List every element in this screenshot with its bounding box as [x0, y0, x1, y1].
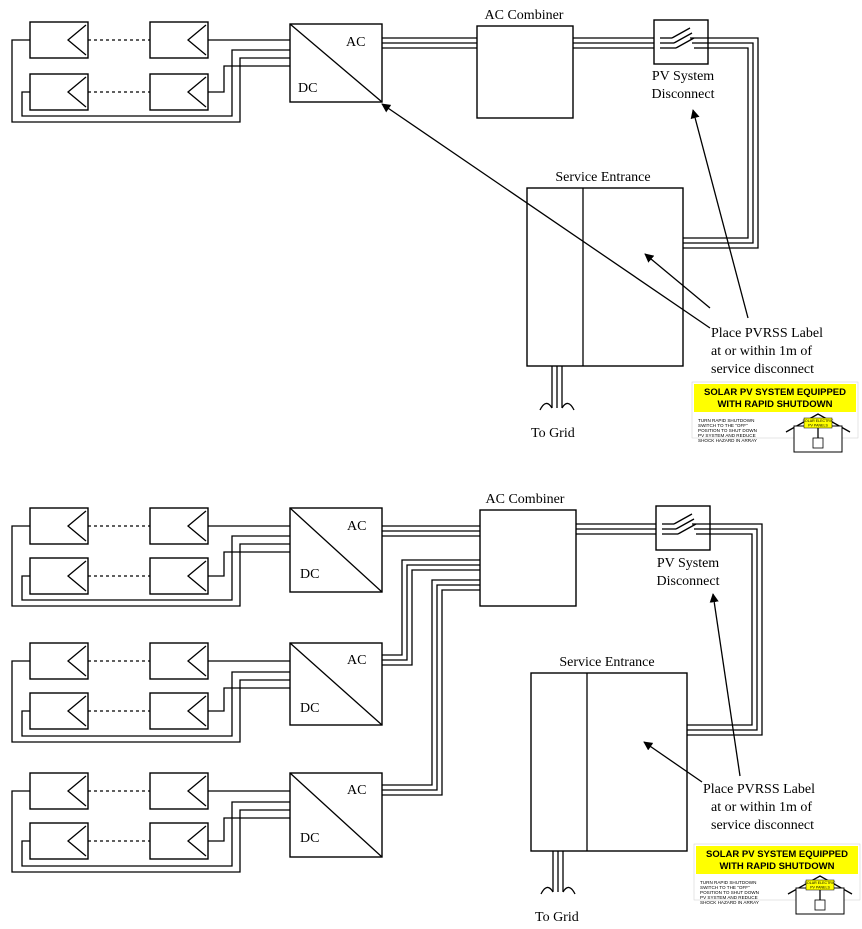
sign-badge-1: SOLAR ELECTRIC	[803, 419, 834, 423]
callout-line-1: Place PVRSS Label	[711, 326, 823, 341]
dc-wiring	[11, 39, 290, 123]
inverter-ac-label: AC	[347, 783, 366, 798]
arrow-to-disconnect	[690, 109, 749, 319]
pv-system-disconnect: PV System Disconnect	[652, 19, 715, 102]
callout-line-2: at or within 1m of	[711, 344, 812, 359]
sign-body-5: SHOCK HAZARD IN ARRAY	[698, 438, 757, 443]
pvrss-sign: SOLAR PV SYSTEM EQUIPPED WITH RAPID SHUT…	[691, 381, 859, 453]
sign-body-1: TURN RAPID SHUTDOWN	[698, 418, 754, 423]
pv-module-row-2	[29, 73, 209, 111]
arrow-to-disconnect	[709, 593, 741, 777]
pv-module	[29, 692, 89, 730]
pvrss-callout: Place PVRSS Label at or within 1m of ser…	[703, 782, 815, 833]
grid-feed: To Grid	[535, 851, 579, 925]
inverter-dc-label: DC	[300, 831, 319, 846]
combiner-to-disconnect-wiring	[573, 37, 654, 49]
inverter-dc-label: DC	[298, 81, 317, 96]
pv-module	[149, 73, 209, 111]
sign-body-3: POSITION TO SHUT DOWN	[700, 890, 759, 895]
sign-body-4: PV SYSTEM AND REDUCE	[698, 433, 756, 438]
grid-feed: To Grid	[531, 366, 575, 441]
inverter-to-combiner-wiring	[382, 525, 480, 796]
pv-module	[29, 507, 89, 545]
sign-body-1: TURN RAPID SHUTDOWN	[700, 880, 756, 885]
callout-line-2: at or within 1m of	[711, 800, 812, 815]
pv-module	[29, 73, 89, 111]
pv-module	[149, 772, 209, 810]
sign-badge-2: PV PANELS	[810, 886, 830, 890]
pv-system-disconnect: PV System Disconnect	[655, 505, 720, 589]
top-diagram: AC DC AC Combiner	[11, 8, 859, 453]
pv-module	[149, 21, 209, 59]
service-entrance-label: Service Entrance	[559, 655, 654, 670]
pv-module	[149, 557, 209, 595]
sign-banner	[696, 846, 858, 874]
ac-combiner-label: AC Combiner	[486, 492, 565, 507]
to-grid-label: To Grid	[531, 426, 575, 441]
arrow-to-inverter	[381, 103, 711, 329]
inverter-group-2: AC DC	[11, 642, 383, 743]
inverter-ac-label: AC	[346, 35, 365, 50]
callout-line-3: service disconnect	[711, 362, 814, 377]
sign-title-2: WITH RAPID SHUTDOWN	[719, 861, 834, 872]
sign-badge-2: PV PANELS	[808, 424, 828, 428]
callout-arrows	[381, 103, 749, 329]
callout-line-3: service disconnect	[711, 818, 814, 833]
sign-banner	[694, 384, 856, 412]
house-icon: SOLAR ELECTRIC PV PANELS	[787, 875, 853, 915]
pv-disconnect-label-2: Disconnect	[657, 574, 720, 589]
sign-body-5: SHOCK HAZARD IN ARRAY	[700, 900, 759, 905]
sign-body-3: POSITION TO SHUT DOWN	[698, 428, 757, 433]
inverter-ac-label: AC	[347, 653, 366, 668]
service-entrance: Service Entrance	[526, 170, 684, 367]
pv-module-row-1	[29, 21, 209, 59]
arrow-to-service	[643, 741, 703, 783]
ac-combiner: AC Combiner	[479, 492, 577, 607]
pv-module	[29, 822, 89, 860]
sign-body-2: SWITCH TO THE "OFF"	[698, 423, 748, 428]
pv-module	[149, 642, 209, 680]
pvrss-sign: SOLAR PV SYSTEM EQUIPPED WITH RAPID SHUT…	[693, 843, 861, 915]
inverter-group-3: AC DC	[11, 772, 383, 873]
service-entrance-label: Service Entrance	[555, 170, 650, 185]
to-grid-label: To Grid	[535, 910, 579, 925]
inverter-ac-label: AC	[347, 519, 366, 534]
sign-body-4: PV SYSTEM AND REDUCE	[700, 895, 758, 900]
sign-title-1: SOLAR PV SYSTEM EQUIPPED	[704, 387, 846, 398]
pv-module	[29, 642, 89, 680]
sign-badge-1: SOLAR ELECTRIC	[805, 881, 836, 885]
pv-module	[149, 822, 209, 860]
pv-module	[29, 772, 89, 810]
inverter: AC DC	[289, 23, 383, 103]
inverter-dc-label: DC	[300, 567, 319, 582]
pv-disconnect-label-1: PV System	[657, 556, 719, 571]
ac-trunk	[382, 37, 477, 49]
pv-module	[149, 692, 209, 730]
pv-disconnect-label-1: PV System	[652, 69, 714, 84]
inverter-dc-label: DC	[300, 701, 319, 716]
pv-module	[149, 507, 209, 545]
ac-combiner-label: AC Combiner	[485, 8, 564, 23]
house-icon: SOLAR ELECTRIC PV PANELS	[785, 413, 851, 453]
combiner-to-disconnect-wiring	[576, 523, 656, 535]
sign-body-2: SWITCH TO THE "OFF"	[700, 885, 750, 890]
bottom-diagram: AC DC	[11, 492, 861, 925]
callout-line-1: Place PVRSS Label	[703, 782, 815, 797]
arrow-to-service	[644, 253, 711, 309]
pv-disconnect-label-2: Disconnect	[652, 87, 715, 102]
sign-title-2: WITH RAPID SHUTDOWN	[717, 399, 832, 410]
ac-combiner: AC Combiner	[476, 8, 574, 119]
callout-arrows	[643, 593, 741, 783]
pv-module	[29, 557, 89, 595]
pvrss-callout: Place PVRSS Label at or within 1m of ser…	[711, 326, 823, 377]
sign-title-1: SOLAR PV SYSTEM EQUIPPED	[706, 849, 848, 860]
service-entrance: Service Entrance	[530, 655, 688, 852]
pv-module	[29, 21, 89, 59]
inverter-group-1: AC DC	[11, 507, 383, 607]
